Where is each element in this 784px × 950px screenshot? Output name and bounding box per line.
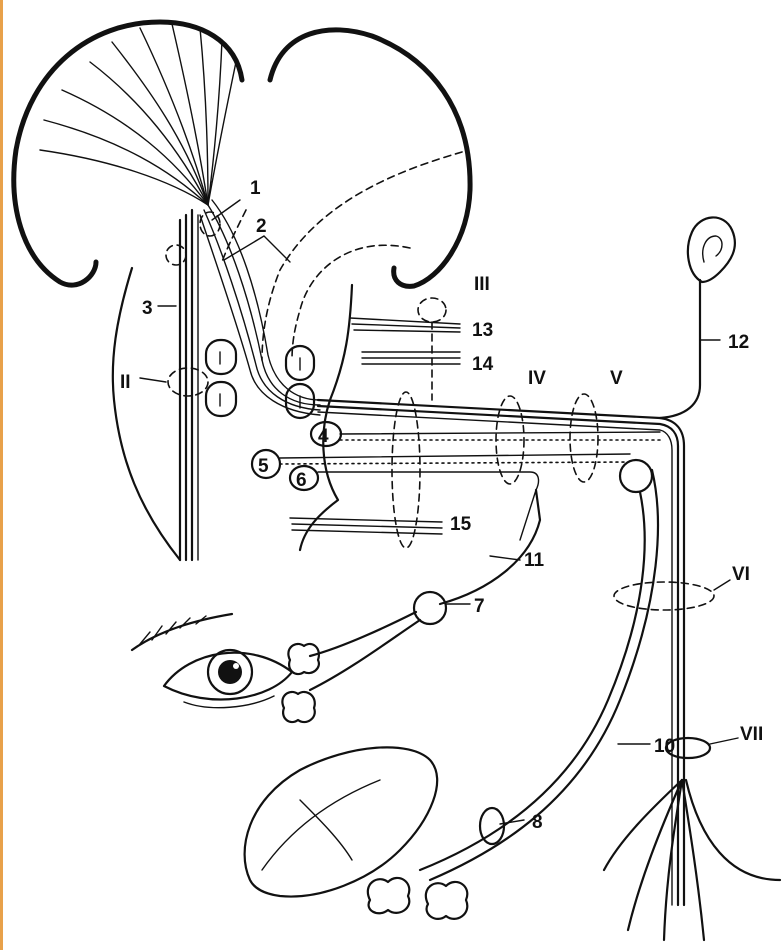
label-VI: VI bbox=[732, 564, 750, 585]
label-1: 1 bbox=[250, 178, 261, 199]
tongue-outline bbox=[245, 747, 438, 896]
fiber-13 bbox=[350, 318, 460, 324]
right-hemisphere-outline bbox=[270, 30, 470, 286]
marker-ellipse-VI bbox=[614, 582, 714, 610]
leader-VI bbox=[714, 580, 730, 590]
leader-lines bbox=[140, 200, 738, 824]
fiber-5-dotted bbox=[280, 462, 628, 464]
label-11: 11 bbox=[524, 550, 545, 571]
label-4: 4 bbox=[318, 426, 329, 447]
eye-illustration bbox=[132, 614, 319, 722]
leader-VII bbox=[710, 738, 738, 744]
salivary-gland-1 bbox=[368, 878, 409, 913]
fiber bbox=[62, 90, 208, 205]
distal-branches bbox=[604, 780, 780, 940]
ganglion-7 bbox=[414, 592, 446, 624]
ear-branch bbox=[660, 280, 700, 418]
label-3: 3 bbox=[142, 298, 153, 319]
lacrimal-gland-upper bbox=[288, 644, 319, 674]
lacrimal-gland-lower bbox=[282, 692, 314, 722]
eyebrow bbox=[132, 614, 232, 650]
salivary-gland-2 bbox=[426, 882, 467, 919]
label-14: 14 bbox=[472, 354, 494, 375]
brainstem-right-outline bbox=[300, 285, 352, 550]
labels: 1 2 3 II III 13 14 IV V 12 4 5 6 15 11 7… bbox=[120, 178, 763, 833]
label-V: V bbox=[610, 368, 623, 389]
tongue-illustration bbox=[245, 747, 468, 919]
fiber bbox=[208, 62, 236, 205]
ganglion-8 bbox=[480, 808, 504, 844]
eye-highlight bbox=[233, 663, 239, 669]
fiber bbox=[40, 150, 208, 205]
label-15: 15 bbox=[450, 514, 472, 535]
label-III: III bbox=[474, 274, 490, 295]
label-2: 2 bbox=[256, 216, 267, 237]
label-5: 5 bbox=[258, 456, 269, 477]
fiber-15 bbox=[290, 518, 442, 522]
pathway-11-line bbox=[440, 490, 540, 604]
fiber-15 bbox=[292, 530, 442, 534]
nucleus-left-lower bbox=[206, 382, 236, 416]
fiber-5 bbox=[280, 454, 630, 458]
marker-ellipse-upper bbox=[166, 245, 186, 265]
descending-tract-3 bbox=[180, 210, 198, 560]
fiber-4 bbox=[340, 432, 660, 434]
fiber-13 bbox=[354, 330, 460, 332]
label-7: 7 bbox=[474, 596, 485, 617]
ear-outline bbox=[688, 217, 735, 282]
level-markers-right bbox=[614, 582, 714, 758]
label-8: 8 bbox=[532, 812, 543, 833]
ear bbox=[688, 217, 735, 282]
marker-ellipse-II bbox=[168, 368, 208, 396]
nucleus-core bbox=[220, 352, 300, 408]
marker-ellipse-III bbox=[418, 298, 446, 322]
label-10: 10 bbox=[654, 736, 675, 757]
ganglion-upper bbox=[620, 460, 652, 492]
label-12: 12 bbox=[728, 332, 749, 353]
branch bbox=[686, 780, 780, 880]
level-markers-middle bbox=[392, 298, 598, 548]
fiber bbox=[208, 40, 222, 205]
label-IV: IV bbox=[528, 368, 546, 389]
label-6: 6 bbox=[296, 470, 307, 491]
branch bbox=[628, 780, 682, 930]
leader-II bbox=[140, 378, 166, 382]
marker-ellipse-central bbox=[392, 392, 420, 548]
nucleus-left-upper bbox=[206, 340, 236, 374]
fiber-13 bbox=[352, 324, 460, 328]
main-nerve-trunk bbox=[318, 280, 700, 905]
label-VII: VII bbox=[740, 724, 763, 745]
brain-hemispheres bbox=[14, 22, 470, 286]
branch-to-eye bbox=[310, 620, 420, 690]
label-II: II bbox=[120, 372, 131, 393]
ear-inner bbox=[703, 236, 722, 262]
eye-pupil bbox=[218, 660, 242, 684]
label-13: 13 bbox=[472, 320, 493, 341]
leader-11 bbox=[490, 556, 520, 560]
marker-ellipse-V bbox=[570, 394, 598, 482]
tongue-groove bbox=[300, 800, 352, 860]
fiber-15 bbox=[292, 524, 442, 528]
branch bbox=[664, 780, 682, 940]
tongue-groove bbox=[262, 780, 380, 870]
leader-1 bbox=[212, 200, 240, 220]
